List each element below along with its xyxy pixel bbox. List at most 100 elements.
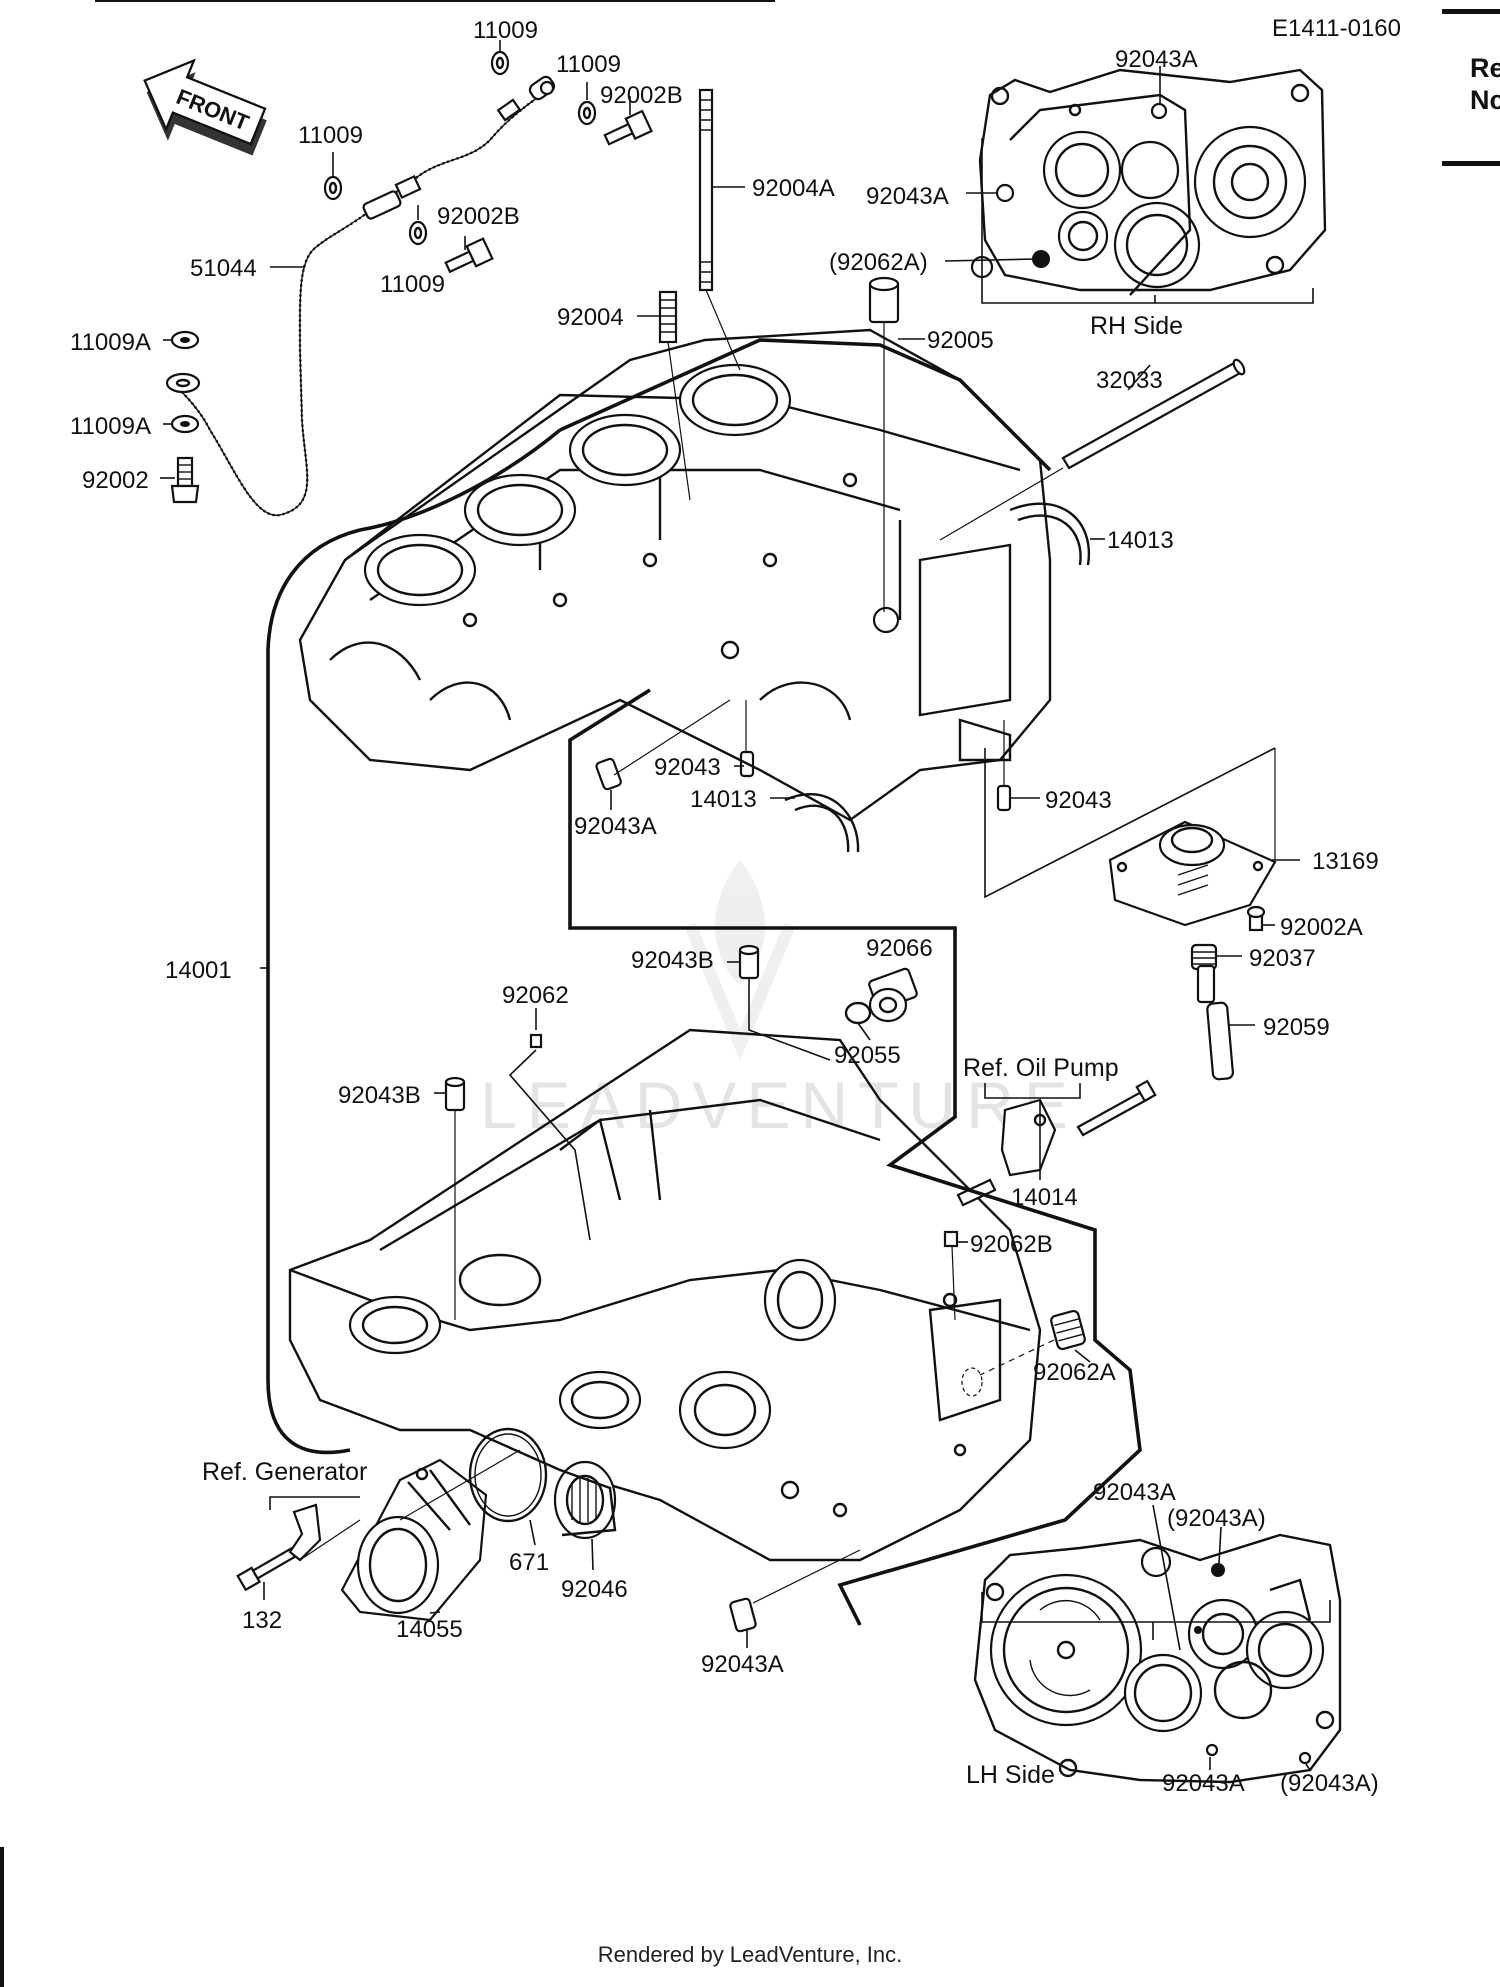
label-92062A-rh: (92062A) [829,249,928,276]
label-13169: 13169 [1312,848,1379,875]
label-92002A: 92002A [1280,914,1363,941]
dowel-92005-icon [868,276,900,324]
label-32033: 32033 [1096,367,1163,394]
label-11009A-a: 11009A [70,329,151,356]
lh-side-bracket-line [981,1592,1331,1623]
dowel-92043A-left-icon [595,757,622,791]
plug-92062B-icon [943,1230,959,1248]
label-92043A-lh-1: 92043A [1093,1479,1176,1506]
stud-92004A-icon [698,88,714,292]
washer-11009A-a-icon [170,330,200,350]
label-11009-c: 11009 [298,122,363,149]
label-92043A-rh-1: 92043A [1115,46,1198,73]
label-92004: 92004 [557,304,624,331]
dowel-92043A-bottom-icon [729,1597,757,1633]
label-92059: 92059 [1263,1014,1330,1041]
label-92043B-a: 92043B [631,947,714,974]
plug-92062-icon [529,1033,543,1049]
washer-11009-a-icon [490,50,510,76]
label-92043A-rh-2: 92043A [866,183,949,210]
washer-11009-c-icon [323,175,343,201]
bearing-shell-14013-b-icon [784,793,860,853]
bolt-92002B-b-icon [444,237,494,274]
shaft-32033-icon [1061,358,1246,470]
rh-side-label: RH Side [1090,312,1183,340]
label-92037: 92037 [1249,945,1316,972]
diagram-code: E1411-0160 [1272,15,1401,42]
label-92043A-lh-2: (92043A) [1167,1505,1266,1532]
label-11009-b: 11009 [556,51,621,78]
label-14001: 14001 [165,957,232,984]
label-11009A-b: 11009A [70,413,151,440]
plug-92062A-icon [1050,1309,1086,1351]
clamp-ref-generator-icon [288,1503,322,1562]
front-arrow-icon: FRONT [143,58,267,156]
bolt-92002B-a-icon [603,109,653,146]
label-11009-d: 11009 [380,271,445,298]
washer-11009-b-icon [577,100,597,126]
upper-crankcase [298,328,1052,822]
label-92066: 92066 [866,935,933,962]
label-92002B-b: 92002B [437,203,520,230]
cropped-side-text: Re Nc [1470,52,1500,116]
top-right-rule [1442,9,1500,14]
leader-lines [160,40,1311,1771]
label-92043A-lh-4: (92043A) [1280,1770,1379,1797]
washer-11009A-b-icon [170,414,200,434]
label-92004A: 92004A [752,175,835,202]
label-92062B: 92062B [970,1231,1053,1258]
o-ring-92055-icon [844,1001,872,1025]
dowel-92043B-a-icon [738,944,760,980]
pipe-92059-icon [1196,964,1234,1081]
rh-side-inset [970,68,1327,296]
side-rule [1442,161,1500,166]
bolt-92002-icon [170,456,200,504]
label-92043A-left: 92043A [574,813,657,840]
oil-hose-51044 [165,75,556,517]
label-671: 671 [509,1549,549,1576]
label-92005: 92005 [927,327,994,354]
oil-screen-13169-icon [1108,820,1277,927]
label-14013-a: 14013 [1107,527,1174,554]
crankcase-outline-top [559,338,1052,472]
ref-oil-pump-label: Ref. Oil Pump [963,1054,1119,1082]
washer-11009-d-icon [408,220,428,246]
lh-side-label: LH Side [966,1761,1055,1789]
stud-92004-icon [658,290,678,344]
label-92002B-a: 92002B [600,82,683,109]
label-92043A-lh-3: 92043A [1162,1770,1245,1797]
dowel-92043-b-icon [996,784,1012,812]
label-92046: 92046 [561,1576,628,1603]
dowel-92043B-b-icon [444,1076,466,1112]
label-92062A: 92062A [1033,1359,1116,1386]
label-92043-a: 92043 [654,754,721,781]
label-92043A-bottom: 92043A [701,1651,784,1678]
label-92043B-b: 92043B [338,1082,421,1109]
footer-credit: Rendered by LeadVenture, Inc. [597,1942,903,1967]
lh-side-inset [973,1533,1342,1784]
left-edge-bar [0,1847,4,1987]
plug-92066-icon [868,967,918,1023]
label-92002: 92002 [82,467,149,494]
bolt-92002A-icon [1246,905,1266,932]
cropped-text-line-2: Nc [1470,85,1500,115]
top-border-rule [95,0,775,2]
lower-crankcase [288,1028,1042,1562]
label-92062: 92062 [502,982,569,1009]
label-92055: 92055 [834,1042,901,1069]
bearing-shell-14013-a-icon [1009,502,1091,566]
label-132: 132 [242,1607,282,1634]
crankcase-outline-left [266,428,562,1455]
crankcase-outline-right [568,688,1142,1626]
label-11009-a: 11009 [473,17,538,44]
label-51044: 51044 [190,255,257,282]
label-14055: 14055 [396,1616,463,1643]
rh-side-bracket-line [981,138,1314,304]
bearing-92046-icon [553,1460,617,1540]
o-ring-671-icon [468,1427,548,1523]
cover-14055-icon [340,1458,488,1622]
ref-generator-label: Ref. Generator [202,1458,367,1486]
label-14013-b: 14013 [690,786,757,813]
cropped-text-line-1: Re [1470,53,1500,83]
